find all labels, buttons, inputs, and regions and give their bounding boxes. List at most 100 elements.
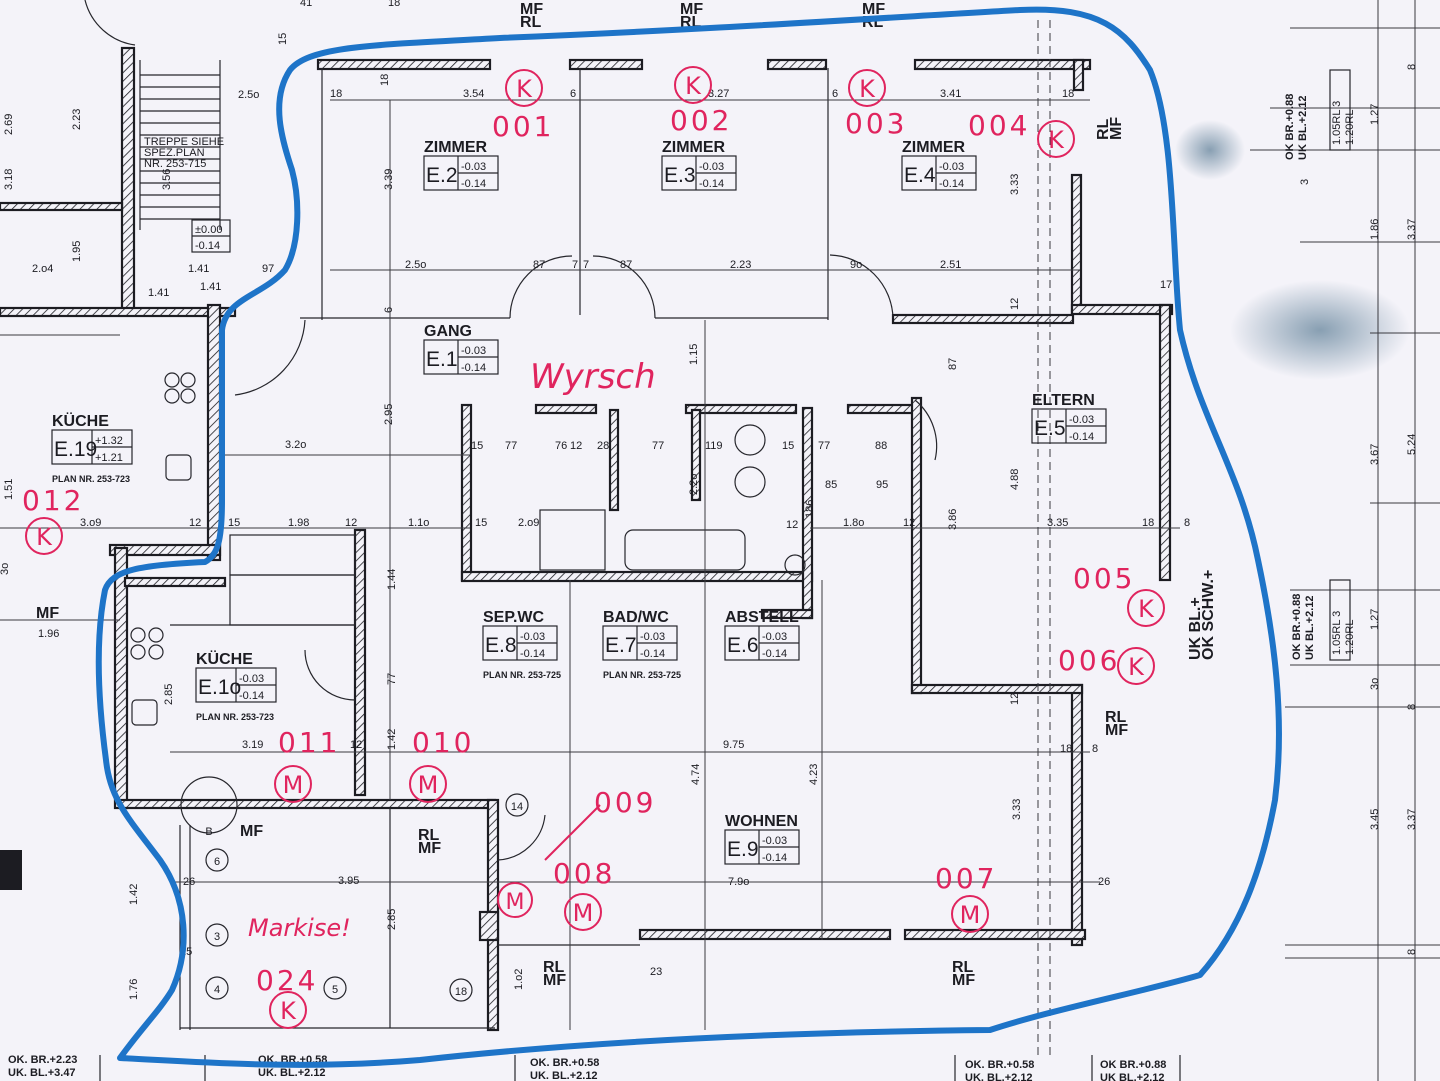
window-note: UK. BL.+2.12 — [965, 1072, 1033, 1081]
dimension-label: 1.15 — [688, 344, 700, 365]
axis-bubble-label: B — [205, 826, 212, 838]
marker-circle — [674, 66, 712, 104]
dimension-label: 1.27 — [1369, 104, 1381, 125]
dimension-label: 15 — [782, 440, 794, 452]
marker-number: 011 — [278, 726, 340, 759]
dimension-label: 1.95 — [71, 241, 83, 262]
marker-circle — [505, 69, 543, 107]
window-note: UK. BL.+2.12 — [530, 1070, 598, 1081]
marker-circle — [564, 893, 602, 931]
level-top: -0.03 — [939, 161, 964, 173]
plan-label: MF — [543, 972, 566, 989]
level-top: -0.03 — [461, 345, 486, 357]
plan-reference: PLAN NR. 253-723 — [52, 474, 130, 484]
dimension-label: 3.35 — [1047, 517, 1068, 529]
dimension-label: 8 — [1406, 949, 1418, 955]
plan-label: UK BL.+ — [1187, 597, 1204, 660]
dimension-label: 1.1o — [408, 517, 429, 529]
level-bottom: +1.21 — [95, 452, 123, 464]
marker-type: K — [1138, 595, 1155, 623]
dimension-label: 3.95 — [338, 875, 359, 887]
dimension-label: 7 — [583, 259, 589, 271]
dimension-label: 1.27 — [1369, 609, 1381, 630]
room-name: ZIMMER — [902, 139, 966, 156]
plan-reference: PLAN NR. 253-725 — [483, 670, 561, 680]
marker-number: 007 — [935, 862, 997, 895]
dimension-label: 3.27 — [708, 88, 729, 100]
dimension-label: 77 — [652, 440, 664, 452]
room-code: E.3 — [664, 164, 696, 187]
level-top: -0.03 — [699, 161, 724, 173]
dimension-label: 1.76 — [128, 979, 140, 1000]
dimension-label: 18 — [379, 74, 391, 86]
dimension-label: 9o — [850, 259, 862, 271]
dimension-label: 6 — [832, 88, 838, 100]
dimension-label: 8 — [1406, 704, 1418, 710]
marker-circle — [1117, 647, 1155, 685]
marker-circle — [848, 69, 886, 107]
dimension-label: 3.86 — [947, 509, 959, 530]
dimension-label: 12 — [786, 519, 798, 531]
ink-smudge — [1175, 120, 1245, 180]
room-name: WOHNEN — [725, 813, 798, 830]
level-top: +1.32 — [95, 435, 123, 447]
stair-note-line: NR. 253-715 — [144, 158, 206, 170]
plan-reference: PLAN NR. 253-723 — [196, 712, 274, 722]
dimension-label: 119 — [705, 440, 723, 452]
marker-circle — [25, 517, 63, 555]
marker-number: 009 — [594, 786, 656, 819]
dimension-label: 26 — [183, 876, 195, 888]
dimension-label: 3.33 — [1011, 799, 1023, 820]
dimension-label: 3.18 — [3, 169, 15, 190]
dimension-label: 2.5o — [238, 89, 259, 101]
room-name: GANG — [424, 323, 472, 340]
marker-circle — [951, 895, 989, 933]
dimension-label: 2.2o — [688, 474, 700, 495]
room-name: SEP.WC — [483, 609, 545, 626]
plan-label: MF — [1108, 117, 1125, 140]
axis-bubble — [323, 976, 347, 1000]
dimension-label: 2.85 — [386, 909, 398, 930]
window-size-note: 1.20RL — [1344, 110, 1356, 145]
plan-label: RL — [952, 959, 974, 976]
room-name: KÜCHE — [196, 649, 253, 668]
marker-number: 003 — [845, 107, 907, 140]
window-note: UK BL.+2.12 — [1297, 96, 1309, 161]
dimension-label: 41 — [300, 0, 312, 9]
level-bottom: -0.14 — [762, 852, 787, 864]
room-code: E.4 — [904, 164, 936, 187]
dimension-label: 3.54 — [463, 88, 484, 100]
marker-circle — [1037, 120, 1075, 158]
window-note: UK. BL.+2.12 — [258, 1067, 326, 1079]
dimension-label: 3.56 — [161, 169, 173, 190]
axis-bubble-label: 5 — [332, 984, 338, 996]
room-code: E.2 — [426, 164, 458, 187]
dimension-label: 2.95 — [383, 404, 395, 425]
dimension-label: 3o — [0, 563, 11, 575]
dimension-label: 18 — [388, 0, 400, 9]
axis-bubble-label: 6 — [214, 856, 220, 868]
level-bottom: -0.14 — [939, 178, 964, 190]
dimension-label: 18 — [1062, 88, 1074, 100]
axis-bubble — [449, 978, 473, 1002]
dimension-label: 3.41 — [940, 88, 961, 100]
plan-label: MF — [1105, 722, 1128, 739]
window-note: OK BR.+0.88 — [1284, 94, 1296, 160]
room-code: E.1 — [426, 348, 458, 371]
plan-label: MF — [240, 823, 263, 840]
window-note: OK. BR.+0.58 — [530, 1057, 599, 1069]
dimension-label: 5.24 — [1406, 434, 1418, 455]
axis-bubble — [205, 976, 229, 1000]
